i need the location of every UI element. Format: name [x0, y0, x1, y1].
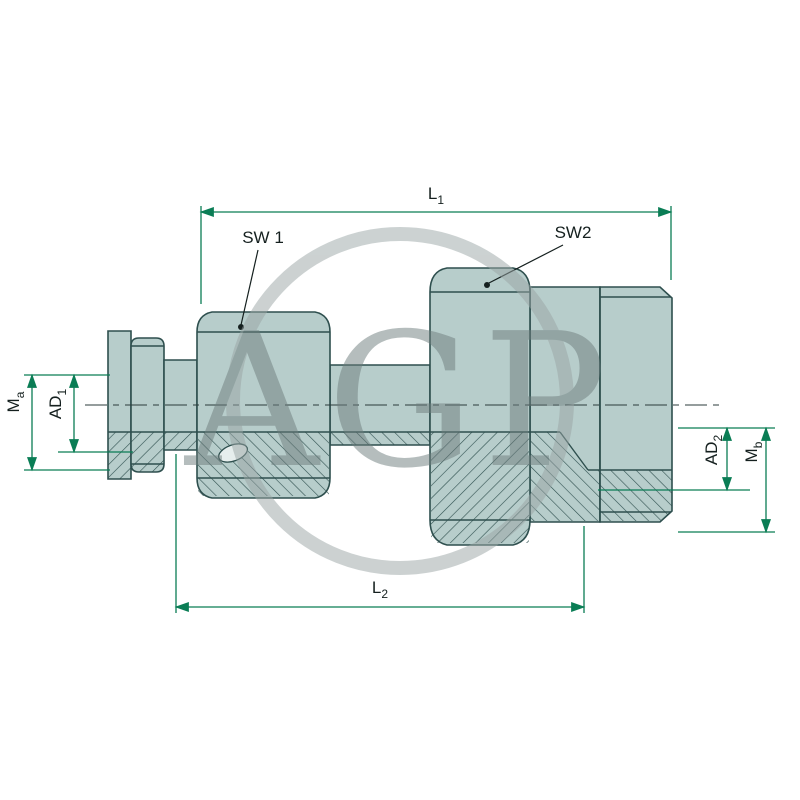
sw2-leader-dot: [484, 282, 490, 288]
hatch-neck: [530, 432, 600, 521]
label-sw2: SW2: [555, 223, 592, 242]
watermark-text: AGP: [183, 293, 615, 509]
label-l2: L2: [372, 578, 388, 601]
label-mb: Mb: [742, 441, 765, 462]
hatch-swivel-nut: [431, 432, 529, 543]
sw1-leader-line: [240, 249, 259, 326]
watermark-ring: [226, 227, 574, 575]
dimensions: [24, 206, 775, 613]
hatch-left-nut: [108, 432, 197, 479]
label-l1: L1: [428, 184, 444, 207]
label-sw1: SW 1: [242, 228, 284, 247]
hatch-threaded-end: [600, 470, 672, 521]
label-ad2: AD2: [702, 435, 725, 466]
label-ma: Ma: [4, 391, 27, 412]
labels: L1 L2 SW 1 SW2 Ma AD1 AD2 Mb: [4, 184, 765, 601]
detail-lines: [108, 287, 672, 522]
label-ad1: AD1: [46, 389, 69, 420]
watermark: AGP: [183, 227, 615, 575]
sw2-leader-line: [486, 244, 564, 285]
hatch-shaft: [330, 432, 430, 445]
